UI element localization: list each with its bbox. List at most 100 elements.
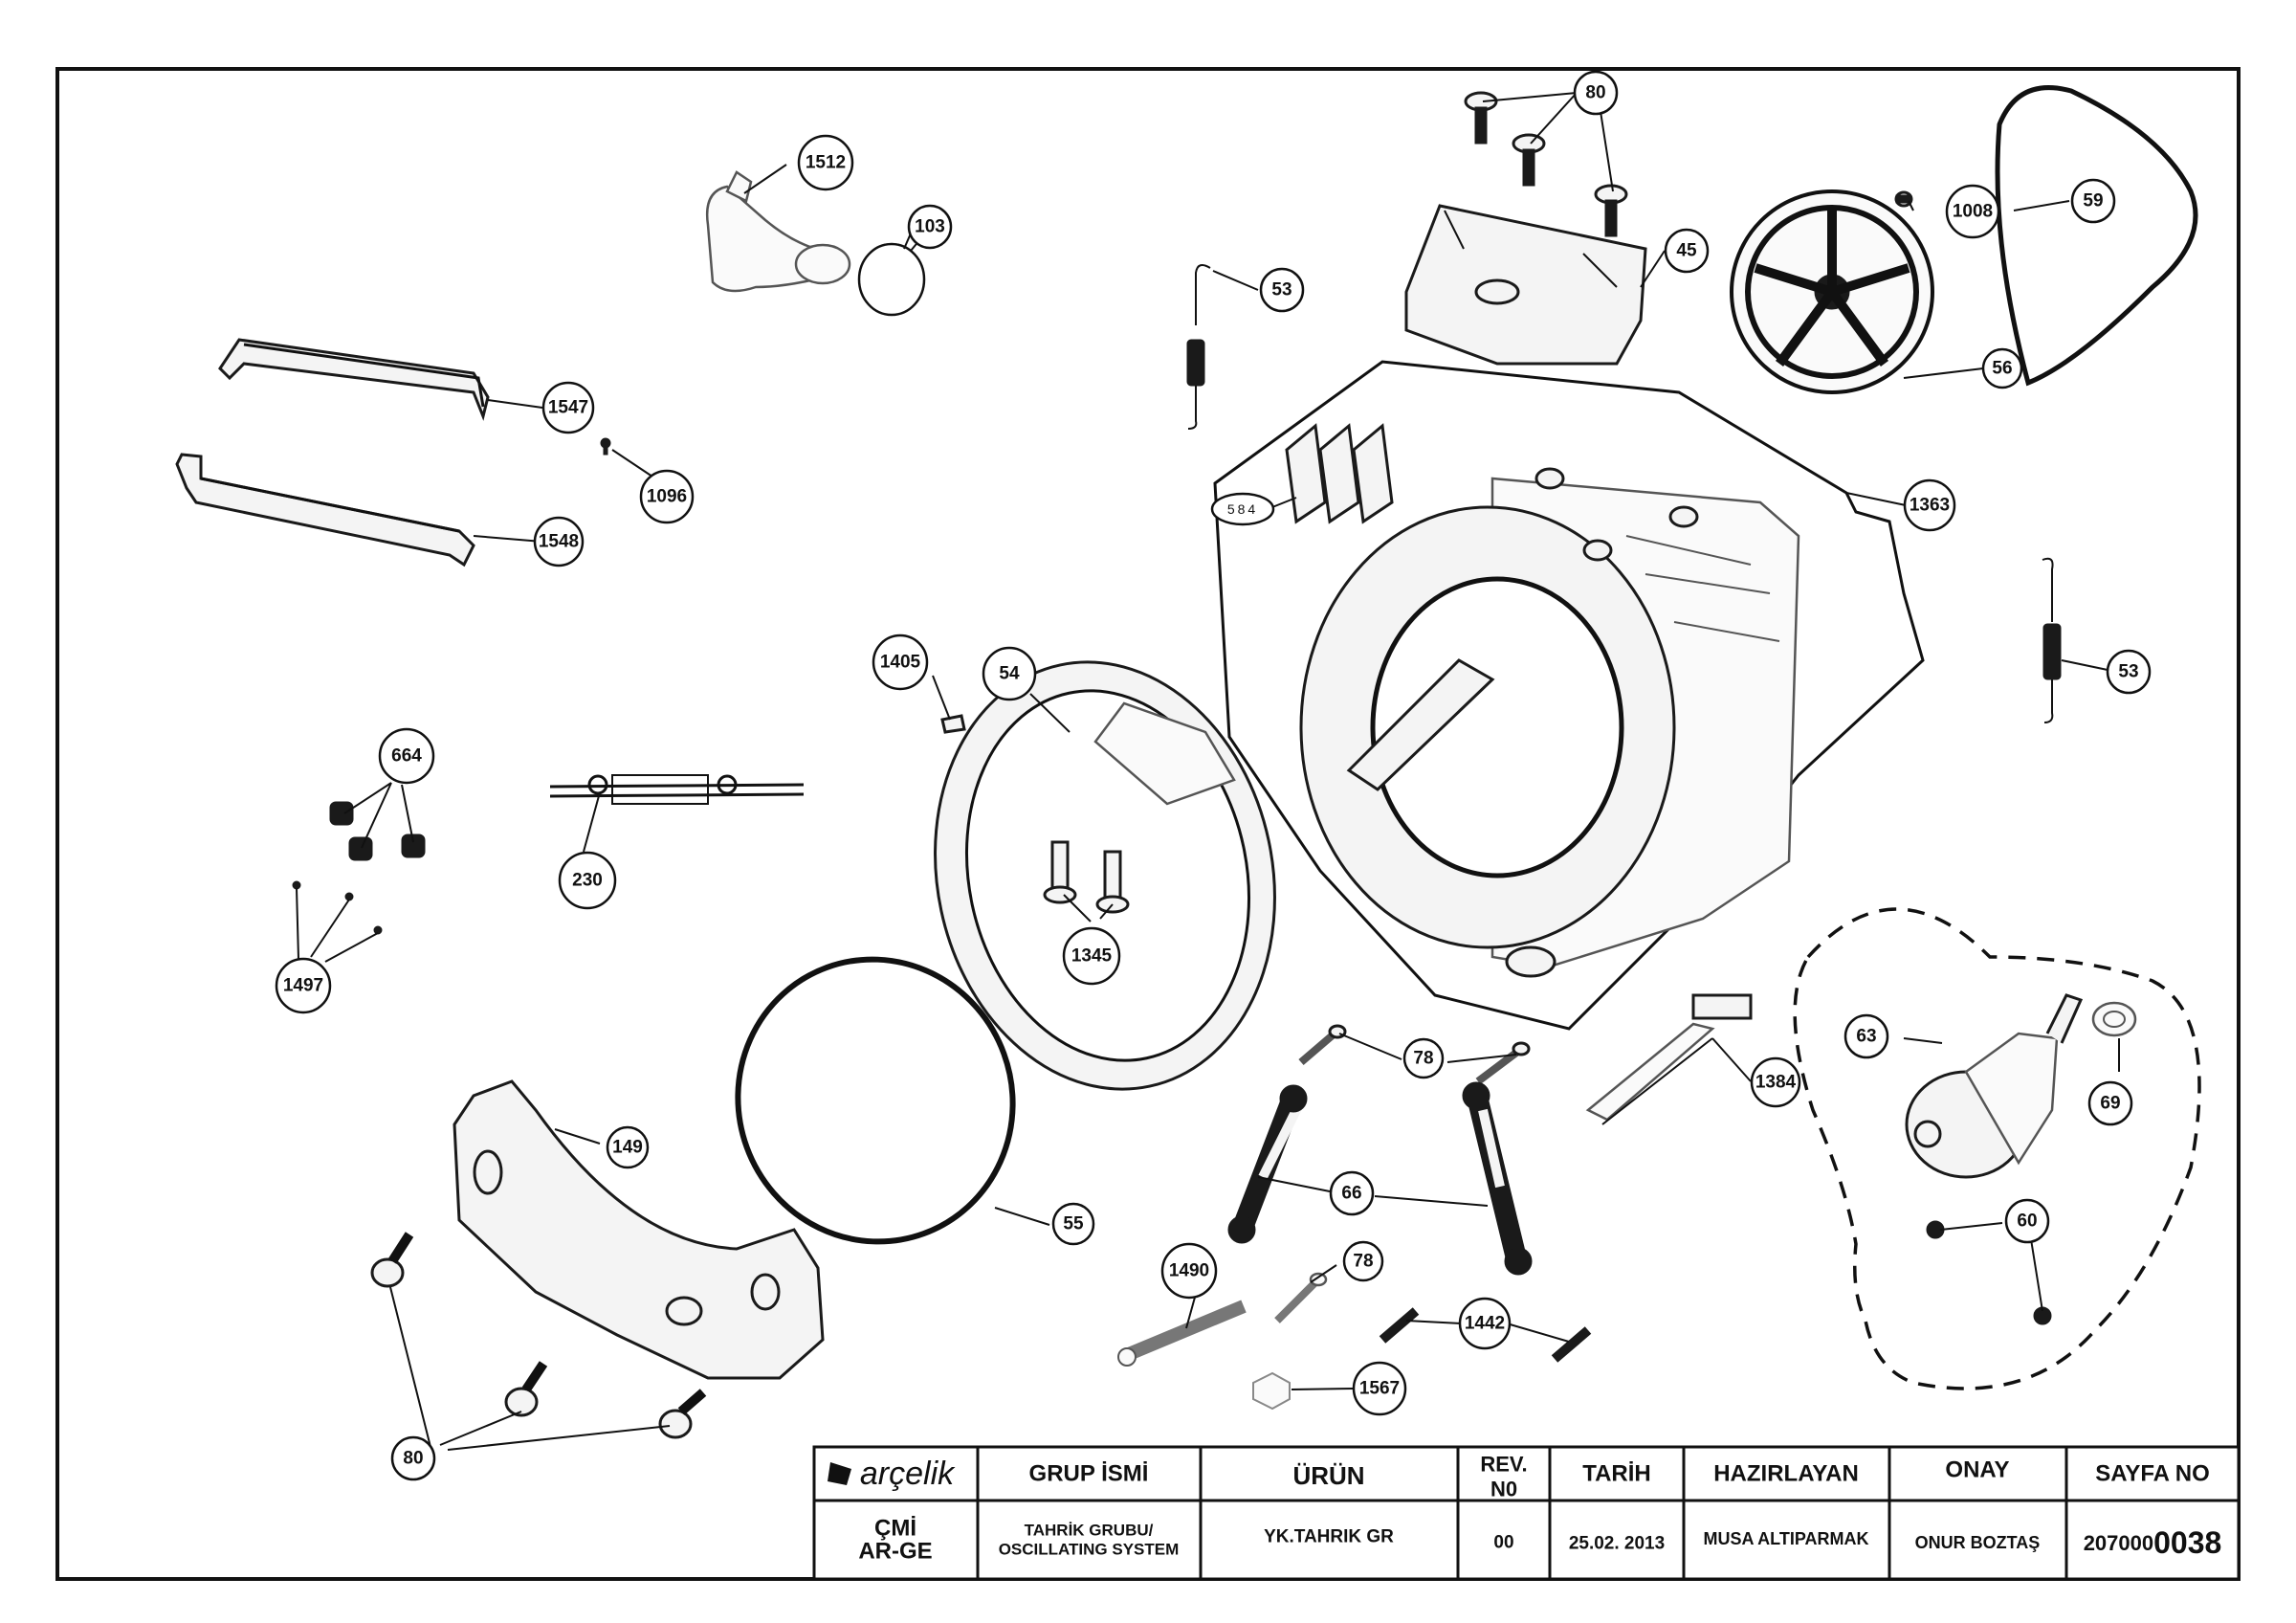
svg-text:60: 60: [2017, 1212, 2037, 1232]
callout-1547: 1547: [541, 381, 595, 434]
svg-text:53: 53: [1271, 280, 1292, 300]
header-page-no: SAYFA NO: [2095, 1461, 2210, 1487]
page-no-suffix: 0038: [2153, 1525, 2221, 1560]
callout-60: 60: [2004, 1198, 2050, 1244]
callout-1345: 1345: [1062, 926, 1121, 986]
part-screw-1096: [600, 437, 611, 456]
header-rev-2: N0: [1490, 1478, 1517, 1501]
header-approval: ONAY: [1945, 1457, 2009, 1483]
svg-text:1405: 1405: [880, 653, 921, 673]
callout-1490: 1490: [1160, 1242, 1218, 1300]
part-studs-1345: [1043, 840, 1130, 914]
callout-1096: 1096: [639, 469, 695, 524]
callout-80-bottom: 80: [390, 1435, 436, 1481]
page-no-value: 2070000038: [2084, 1525, 2222, 1560]
svg-text:63: 63: [1856, 1027, 1876, 1047]
group-outline-1363: [1213, 360, 1925, 1031]
part-screws-60: [1926, 1220, 2052, 1325]
part-counterweight-45: [1404, 204, 1647, 366]
svg-text:66: 66: [1341, 1184, 1361, 1204]
header-product: ÜRÜN: [1292, 1461, 1364, 1490]
part-pulley-56: [1730, 189, 1934, 394]
svg-text:1490: 1490: [1169, 1261, 1209, 1281]
callout-1384: 1384: [1750, 1056, 1801, 1108]
logo-icon: [828, 1462, 851, 1485]
callout-149: 149: [606, 1125, 650, 1169]
svg-text:80: 80: [403, 1449, 423, 1469]
callout-230: 230: [558, 851, 617, 910]
callout-584: 584: [1210, 492, 1275, 526]
svg-text:55: 55: [1063, 1214, 1084, 1234]
part-screw-80-bottom: [370, 1232, 707, 1439]
svg-text:54: 54: [999, 664, 1020, 684]
callout-69: 69: [2087, 1080, 2133, 1126]
svg-text:1096: 1096: [647, 487, 687, 507]
part-bracket-1547: [218, 338, 490, 421]
callout-1442: 1442: [1458, 1297, 1512, 1350]
svg-text:149: 149: [612, 1138, 643, 1158]
group-outline-motor: [1793, 907, 2201, 1390]
part-clips-584: [1285, 423, 1394, 524]
part-clamp-103: [857, 238, 926, 317]
callout-78-top: 78: [1402, 1037, 1445, 1079]
page-no-prefix: 207000: [2084, 1531, 2153, 1555]
svg-text:1345: 1345: [1071, 946, 1113, 967]
group-name-line-1: TAHRİK GRUBU/: [1025, 1522, 1154, 1540]
part-cap-69: [2091, 1001, 2137, 1037]
part-bolts-1442: [1379, 1307, 1592, 1363]
svg-text:1548: 1548: [539, 532, 579, 552]
group-name-line-2: OSCILLATING SYSTEM: [999, 1541, 1180, 1559]
callout-45: 45: [1664, 228, 1710, 274]
part-spring-cable-230: [549, 774, 805, 805]
header-prepared-by: HAZIRLAYAN: [1713, 1461, 1859, 1487]
svg-text:1567: 1567: [1359, 1379, 1400, 1399]
svg-text:103: 103: [915, 217, 945, 237]
part-bolt-1008: [1894, 190, 1913, 208]
part-bumpers-664: [329, 801, 426, 861]
svg-text:664: 664: [391, 746, 422, 767]
callout-54: 54: [982, 646, 1037, 701]
part-screws-1497: [292, 880, 383, 935]
svg-text:53: 53: [2118, 662, 2138, 682]
svg-text:69: 69: [2100, 1094, 2120, 1114]
part-shock-absorbers-66: [1227, 1081, 1533, 1276]
svg-text:1008: 1008: [1953, 202, 1993, 222]
svg-text:1384: 1384: [1755, 1073, 1797, 1093]
part-spring-53-top: [1186, 263, 1211, 430]
callout-1008: 1008: [1945, 184, 2000, 239]
part-tub-1363: [1299, 467, 1800, 978]
callout-1512: 1512: [797, 134, 854, 191]
dept-line-1: ÇMİ: [874, 1516, 916, 1542]
part-spring-53-right: [2042, 557, 2062, 723]
header-rev-1: REV.: [1480, 1453, 1527, 1477]
svg-text:1497: 1497: [283, 976, 323, 996]
svg-text:1442: 1442: [1465, 1314, 1505, 1334]
svg-text:59: 59: [2083, 191, 2103, 211]
part-nut-1567: [1252, 1371, 1291, 1411]
header-group-name: GRUP İSMİ: [1029, 1461, 1149, 1487]
part-counterweight-149: [453, 1079, 825, 1380]
logo-text: arçelik: [860, 1456, 956, 1492]
svg-text:45: 45: [1676, 241, 1697, 261]
part-belt-59: [1995, 85, 2198, 387]
product-value: YK.TAHRIK GR: [1264, 1527, 1394, 1547]
dept-line-2: AR-GE: [858, 1539, 932, 1565]
callout-53-top: 53: [1259, 267, 1305, 313]
approved-by-value: ONUR BOZTAŞ: [1915, 1533, 2041, 1552]
svg-text:80: 80: [1585, 83, 1605, 103]
callout-63: 63: [1843, 1013, 1889, 1059]
part-gasket-55: [735, 956, 1016, 1245]
callout-103: 103: [907, 204, 953, 250]
prepared-by-value: MUSA ALTIPARMAK: [1704, 1529, 1869, 1548]
callout-59: 59: [2070, 178, 2116, 224]
callout-1363: 1363: [1903, 478, 1956, 532]
svg-text:584: 584: [1227, 501, 1258, 517]
callout-78-bottom: 78: [1342, 1240, 1384, 1282]
part-motor-63: [1905, 993, 2084, 1179]
header-date: TARİH: [1582, 1461, 1651, 1487]
part-clip-1405: [940, 714, 966, 734]
callout-1548: 1548: [533, 516, 585, 567]
title-block: arçelik GRUP İSMİ ÜRÜN REV. N0 TARİH HAZ…: [812, 1445, 2241, 1581]
callout-1567: 1567: [1352, 1361, 1407, 1416]
